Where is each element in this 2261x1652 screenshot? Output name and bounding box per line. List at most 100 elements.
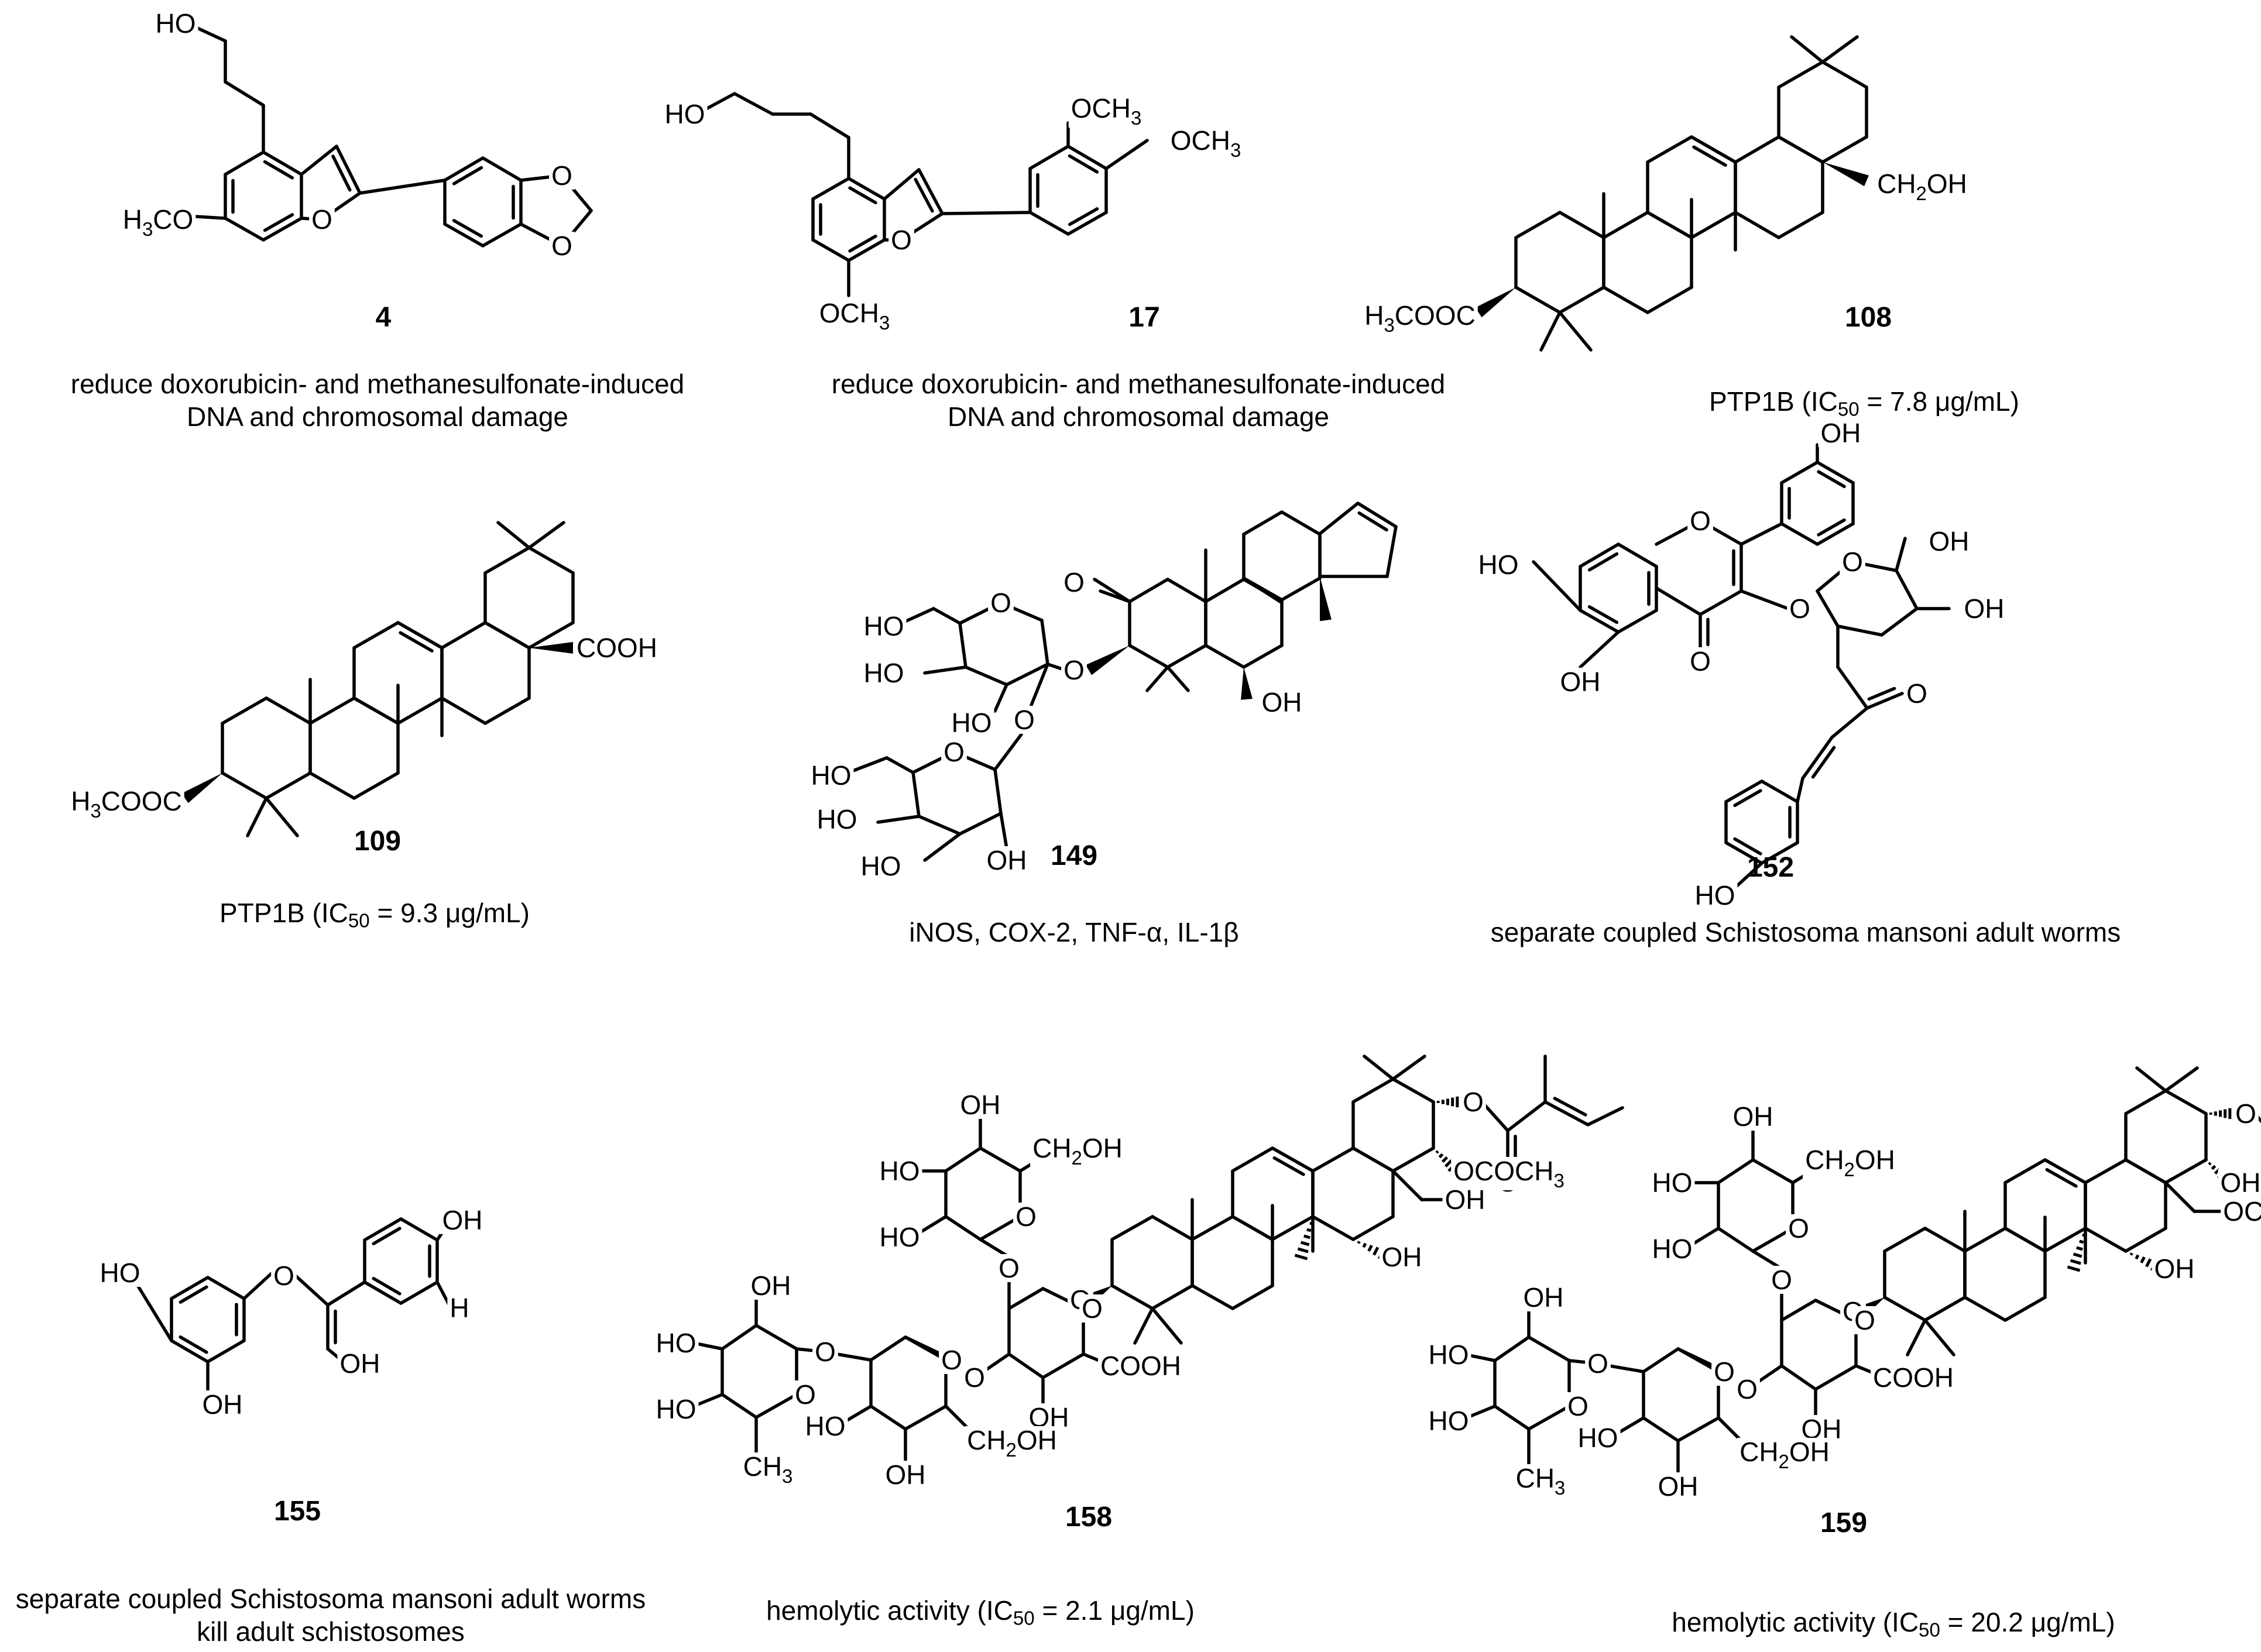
caption-line: separate coupled Schistosoma mansoni adu… <box>1490 917 2121 947</box>
bond-line <box>2164 1181 2196 1213</box>
oh-label: OH <box>1524 1282 1564 1313</box>
hash-bond-stroke <box>1362 1242 1367 1248</box>
o-label: O <box>943 737 965 767</box>
bond-line <box>848 186 877 205</box>
activity-value: = 9.3 μg/mL) <box>369 898 530 928</box>
bond-line <box>1760 841 1799 865</box>
atom-label-backing <box>962 1363 987 1392</box>
bond-line <box>1204 578 1246 603</box>
bond-line <box>1796 777 1804 803</box>
bond-line <box>1351 1077 1395 1104</box>
bond-line <box>1777 135 1824 164</box>
bond-line <box>1821 60 1868 89</box>
atom-label-backing <box>965 1426 1059 1459</box>
bond-line <box>1356 502 1398 528</box>
o-label: O <box>1771 1265 1792 1295</box>
bond-line <box>1963 1227 2007 1253</box>
bond-line <box>1817 518 1846 537</box>
atom-label-backing <box>1557 668 1603 696</box>
atom-label-backing <box>883 1461 928 1489</box>
atom-label-part: COOC <box>101 786 182 816</box>
caption-line: hemolytic activity (IC50 = 20.2 μg/mL) <box>1672 1606 2115 1640</box>
atom-label-backing <box>309 205 335 233</box>
hash-bond-stroke <box>1357 1241 1361 1244</box>
bond-line <box>1231 1215 1274 1241</box>
compound-number-155: 155 <box>273 1496 321 1527</box>
atom-label-backing <box>1168 126 1244 160</box>
o-label: O <box>1463 1087 1484 1117</box>
o-label: O <box>1906 678 1927 709</box>
bond-line <box>1391 1055 1426 1081</box>
atom-label-backing <box>2218 1169 2261 1197</box>
bond-line <box>2164 1158 2208 1184</box>
atom-label-backing <box>1730 1103 1776 1131</box>
o-label: O <box>1737 1374 1758 1404</box>
bond-line <box>396 621 444 650</box>
atom-label-backing <box>949 709 994 737</box>
atom-label-backing <box>1011 706 1037 734</box>
bond-line <box>1272 1156 1305 1176</box>
bond-line <box>396 696 444 725</box>
bond-line <box>308 771 356 800</box>
atom-label-backing <box>958 1091 1003 1119</box>
atom-label-part: CH <box>743 1451 782 1482</box>
bond-line <box>809 112 850 139</box>
bond-line <box>527 521 565 549</box>
hash-bond-stroke <box>2208 1162 2212 1166</box>
bond-line <box>923 832 962 862</box>
atom-label-subscript: 2 <box>1072 1147 1082 1169</box>
oh-label: OH <box>1262 687 1302 717</box>
activity-caption-4: reduce doxorubicin- and methanesulfonate… <box>71 368 684 433</box>
atom-label-part: CH <box>967 1425 1006 1455</box>
bond-line <box>1777 211 1824 239</box>
bond-line <box>1166 665 1190 692</box>
bond-line <box>1190 1284 1234 1310</box>
bond-line <box>869 1335 907 1362</box>
atom-label-backing <box>748 1272 794 1300</box>
wedge-bond <box>529 642 573 654</box>
ho-label: HO <box>861 851 901 881</box>
wedge-bond <box>181 773 222 803</box>
bond-line <box>1724 779 1763 803</box>
bond-line <box>847 177 886 201</box>
caption-line: hemolytic activity (IC50 = 2.1 μg/mL) <box>766 1594 1195 1628</box>
bond-line <box>352 696 400 725</box>
atom-label-backing <box>1426 1341 1471 1369</box>
bond-line <box>2003 1227 2047 1253</box>
bond-line <box>1816 461 1855 485</box>
hash-bond-stroke <box>1367 1244 1373 1252</box>
o-label: O <box>2235 1098 2256 1129</box>
bond-line <box>1271 1146 1315 1173</box>
wedge-bond <box>1320 576 1332 621</box>
bond-line <box>308 696 356 725</box>
bond-line <box>1923 1227 1967 1253</box>
bond-line <box>1646 211 1693 239</box>
atom-label-backing <box>549 162 575 190</box>
bond-line <box>262 217 303 242</box>
atom-label-backing <box>1687 647 1713 675</box>
atom-label-backing <box>1961 595 2007 623</box>
atom-label-backing <box>861 659 907 687</box>
bond-line <box>1363 1055 1395 1081</box>
atom-label-backing <box>653 1395 699 1423</box>
ho-label: HO <box>1652 1234 1693 1264</box>
atom-label-backing <box>1061 568 1087 596</box>
bond-line <box>481 156 523 182</box>
ch2oh-label: CH2OH <box>1877 169 1967 204</box>
hash-bond-stroke <box>2073 1252 2082 1258</box>
atom-label-part: OCH <box>819 298 879 328</box>
o-label: O <box>815 1337 836 1367</box>
ho-label: HO <box>880 1156 920 1186</box>
atom-label-backing <box>271 1262 297 1290</box>
bond-line <box>527 546 575 575</box>
atom-label-backing <box>440 1206 485 1234</box>
oh-label: OH <box>1821 418 1861 448</box>
bond-line <box>1005 662 1049 686</box>
bond-line <box>1816 522 1855 546</box>
atom-label-backing <box>1426 1407 1471 1435</box>
atom-label-backing <box>802 1412 848 1440</box>
o-label: O <box>273 1261 294 1291</box>
bond-line <box>754 1393 798 1419</box>
hash-bond-stroke <box>2067 1265 2081 1272</box>
